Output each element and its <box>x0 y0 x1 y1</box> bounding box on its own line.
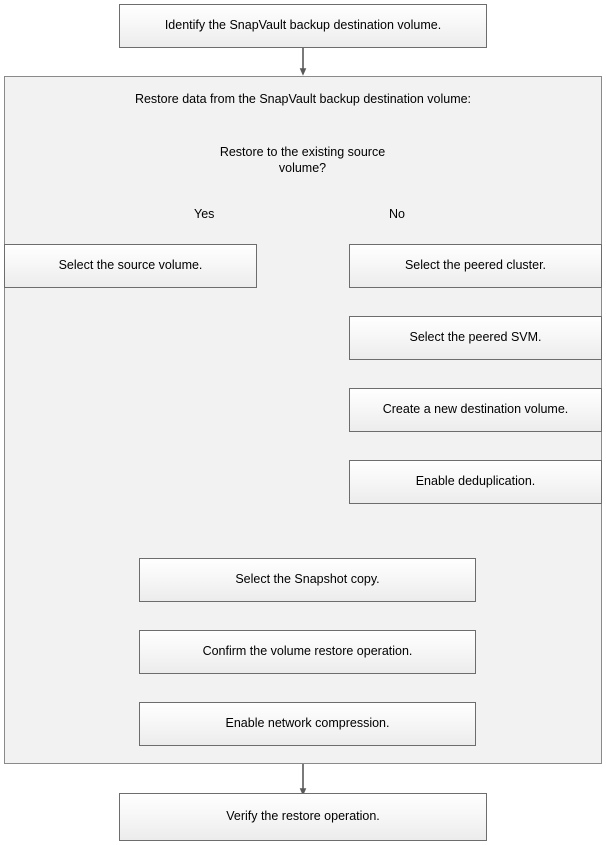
node-select-peered-cluster[interactable]: Select the peered cluster. <box>349 244 602 288</box>
decision-restore-to-source[interactable]: Restore to the existing source volume? <box>219 145 386 175</box>
node-select-source-volume[interactable]: Select the source volume. <box>4 244 257 288</box>
node-identify-volume-label: Identify the SnapVault backup destinatio… <box>164 18 442 33</box>
node-confirm-volume-restore[interactable]: Confirm the volume restore operation. <box>139 630 476 674</box>
edge-label-no: No <box>386 207 408 221</box>
edge-label-yes: Yes <box>191 207 218 221</box>
node-enable-deduplication[interactable]: Enable deduplication. <box>349 460 602 504</box>
node-select-snapshot-copy[interactable]: Select the Snapshot copy. <box>139 558 476 602</box>
node-identify-volume[interactable]: Identify the SnapVault backup destinatio… <box>119 4 487 48</box>
node-create-destination-volume[interactable]: Create a new destination volume. <box>349 388 602 432</box>
node-select-peered-svm[interactable]: Select the peered SVM. <box>349 316 602 360</box>
restore-panel-title: Restore data from the SnapVault backup d… <box>134 92 472 106</box>
node-enable-network-compression[interactable]: Enable network compression. <box>139 702 476 746</box>
node-verify-restore-operation[interactable]: Verify the restore operation. <box>119 793 487 841</box>
